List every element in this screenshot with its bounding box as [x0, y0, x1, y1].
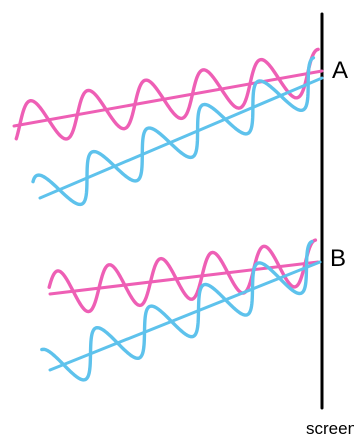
wave-1-a — [14, 47, 320, 141]
wave-1-axis-a — [12, 69, 324, 128]
wave-pair-b — [40, 238, 322, 382]
wave-2-b — [40, 239, 314, 382]
wave-2-a — [31, 56, 316, 207]
screen-label: screen — [306, 419, 354, 438]
wave-2-axis-b — [48, 260, 322, 372]
wave-pair-a — [12, 47, 324, 207]
label-b: B — [330, 245, 346, 272]
wave-1-axis-b — [48, 260, 320, 296]
label-a: A — [332, 57, 348, 84]
wave-1-b — [47, 238, 318, 314]
